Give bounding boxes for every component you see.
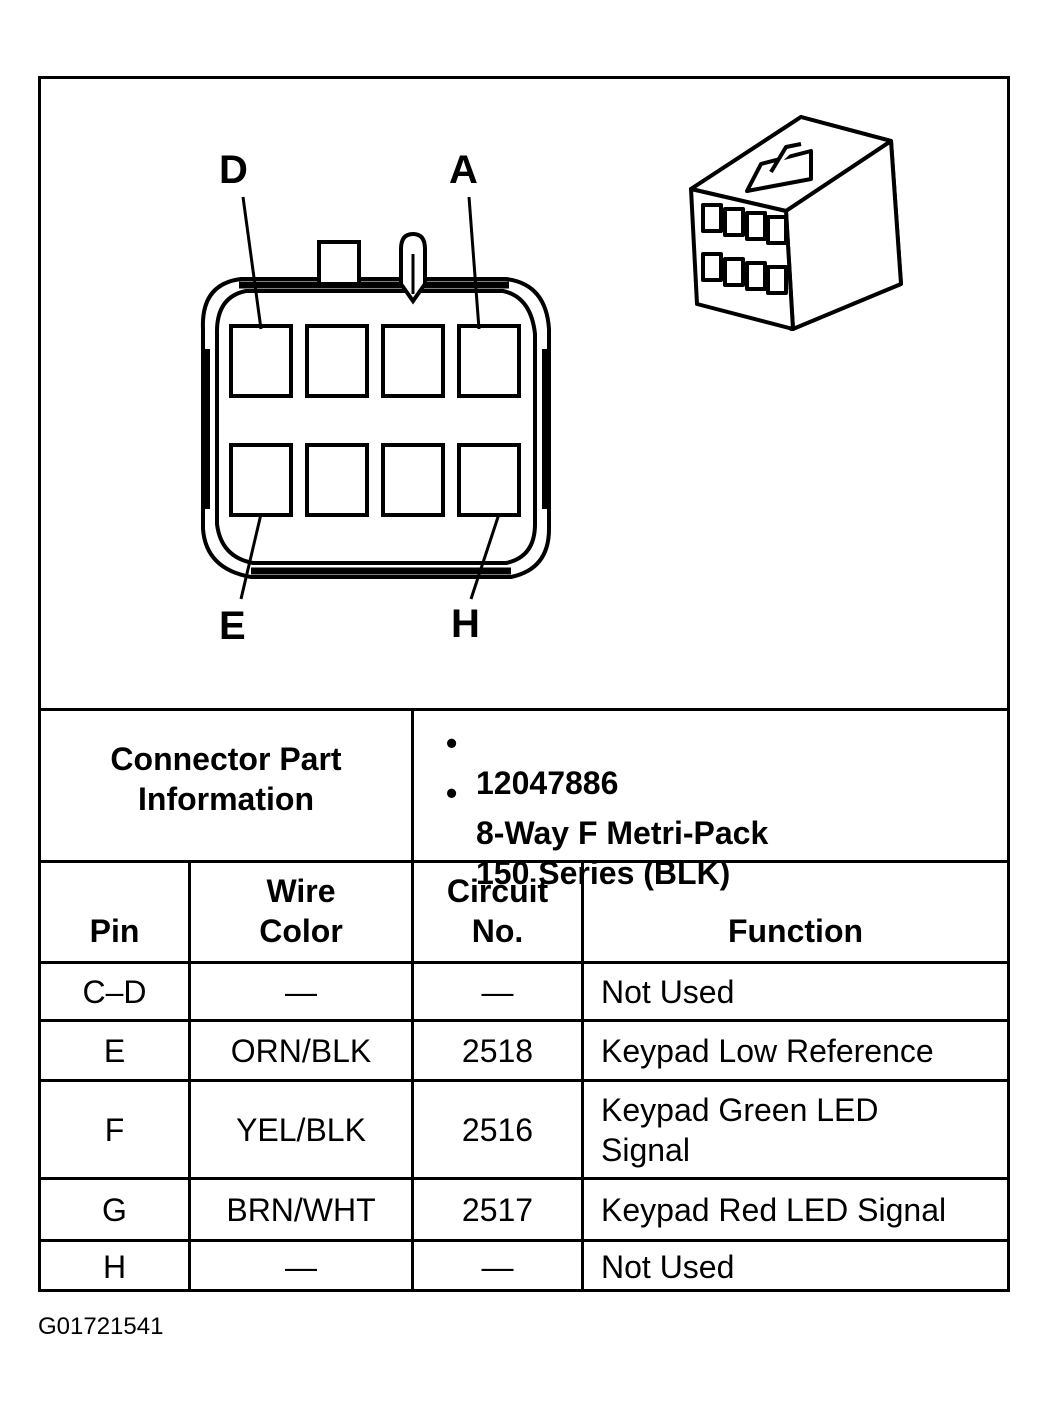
cavity-h	[457, 443, 521, 517]
cell-wire-color: BRN/WHT	[191, 1180, 414, 1239]
figure-id: G01721541	[38, 1313, 164, 1340]
connector-face-drawing: D A E H	[200, 115, 903, 648]
cell-function: Not Used	[601, 973, 735, 1010]
connector-diagram: D A E H	[41, 79, 1007, 711]
cell-function: Keypad Green LED Signal	[601, 1091, 879, 1168]
cell-circuit-no: 2518	[414, 1022, 584, 1079]
connector-figure-frame: D A E H	[38, 76, 1010, 1292]
cavity-f	[305, 443, 369, 517]
table-row: G BRN/WHT 2517 Keypad Red LED Signal	[41, 1180, 1007, 1242]
connector-housing-outer	[200, 277, 551, 579]
cell-circuit-no: 2516	[414, 1082, 584, 1177]
connector-latch-tab	[317, 240, 361, 286]
table-header-row: Pin Wire Color Circuit No. Function	[41, 863, 1007, 964]
leader-e	[239, 513, 263, 600]
header-pin: Pin	[41, 863, 191, 961]
header-circuit-no: Circuit No.	[414, 863, 584, 961]
connector-part-info-values: •12047886 •8-Way F Metri-Pack 150 Series…	[414, 711, 1007, 891]
cell-wire-color: —	[191, 1242, 414, 1292]
pin-label-e: E	[219, 604, 246, 648]
cell-circuit-no: 2517	[414, 1180, 584, 1239]
pin-label-h: H	[451, 602, 480, 646]
cell-function: Keypad Low Reference	[601, 1032, 934, 1069]
connector-housing-inner	[214, 289, 537, 565]
cell-wire-color: ORN/BLK	[191, 1022, 414, 1079]
header-wire-color: Wire Color	[191, 863, 414, 961]
cell-wire-color: —	[191, 964, 414, 1019]
cell-pin: C–D	[41, 964, 191, 1019]
cell-function: Keypad Red LED Signal	[601, 1191, 947, 1228]
cell-pin: G	[41, 1180, 191, 1239]
cell-function: Not Used	[601, 1249, 735, 1285]
pin-label-a: A	[449, 148, 478, 192]
cavity-b	[381, 324, 445, 398]
cavity-d	[229, 324, 293, 398]
cell-pin: E	[41, 1022, 191, 1079]
cell-circuit-no: —	[414, 1242, 584, 1292]
leader-h	[469, 513, 501, 600]
cell-pin: F	[41, 1082, 191, 1177]
leader-d	[241, 196, 263, 330]
connector-part-info-row: Connector Part Information •12047886 •8-…	[41, 711, 1007, 891]
header-function: Function	[727, 913, 864, 949]
pin-label-d: D	[219, 148, 248, 192]
connector-type: •8-Way F Metri-Pack 150 Series (BLK)	[446, 775, 769, 891]
cavity-e	[229, 443, 293, 517]
table-row: H — — Not Used	[41, 1242, 1007, 1292]
table-row: E ORN/BLK 2518 Keypad Low Reference	[41, 1022, 1007, 1082]
cavity-c	[305, 324, 369, 398]
cell-circuit-no: —	[414, 964, 584, 1019]
cavity-g	[381, 443, 445, 517]
table-row: C–D — — Not Used	[41, 964, 1007, 1022]
cell-pin: H	[41, 1242, 191, 1292]
leader-a	[467, 196, 481, 330]
cell-wire-color: YEL/BLK	[191, 1082, 414, 1177]
cavity-a	[457, 324, 521, 398]
connector-isometric-icon	[689, 115, 903, 331]
table-row: F YEL/BLK 2516 Keypad Green LED Signal	[41, 1082, 1007, 1180]
part-number: •12047886	[446, 725, 619, 801]
connector-part-info-label: Connector Part Information	[41, 711, 414, 860]
